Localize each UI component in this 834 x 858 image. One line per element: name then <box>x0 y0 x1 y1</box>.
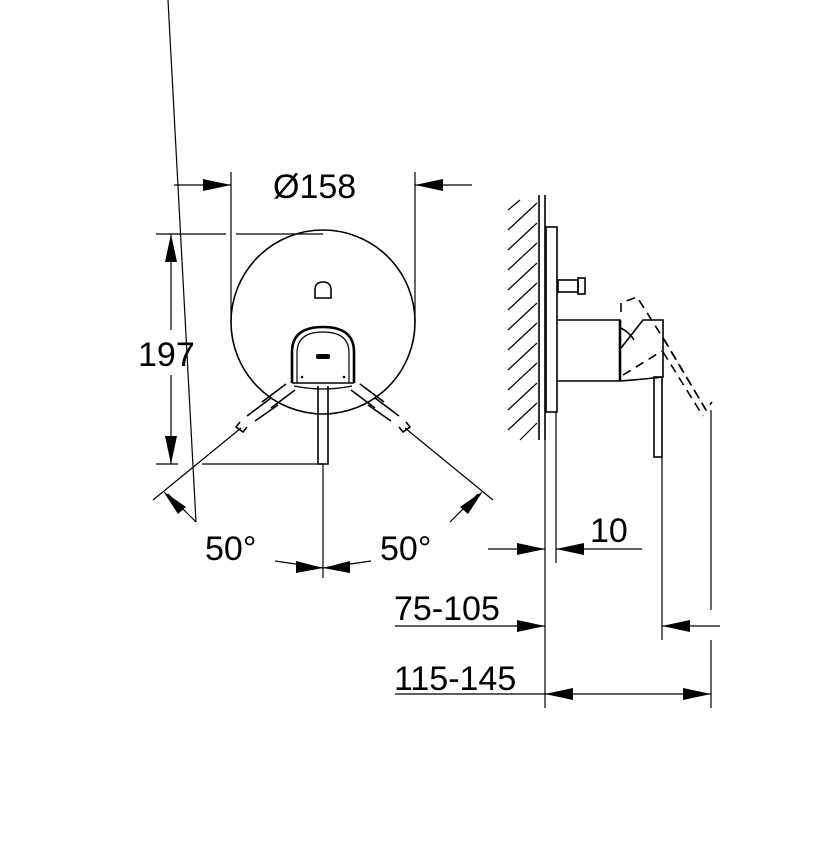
diameter-label: Ø158 <box>273 168 356 206</box>
mixer-body-side <box>558 319 621 382</box>
lever-head <box>290 325 356 383</box>
wall-hatch <box>507 195 546 441</box>
lever-shaft <box>317 386 329 465</box>
diverter-knob-side <box>557 279 579 293</box>
angle-left-label: 50° <box>205 530 256 568</box>
total-depth-label: 115-145 <box>394 660 516 698</box>
lever-head-side <box>620 319 664 382</box>
offset-label: 10 <box>590 512 628 550</box>
height-label: 197 <box>138 336 195 374</box>
cover-plate-side <box>545 226 558 413</box>
depth-range-label: 75-105 <box>394 590 500 628</box>
lever-rotated-outline <box>620 296 713 412</box>
lever-rotation-right <box>350 383 412 434</box>
lever-handle-side <box>653 376 663 458</box>
cover-plate-circle <box>230 229 416 415</box>
front-view: 50° 50° Ø158 197 <box>138 0 494 578</box>
angle-right-label: 50° <box>380 530 431 568</box>
lever-indicator <box>316 354 330 359</box>
diverter-knob-icon <box>314 281 332 299</box>
lever-head-inner <box>296 331 350 383</box>
side-view: 10 75-105 115-145 <box>394 195 720 708</box>
lever-rotation-left <box>234 383 296 434</box>
